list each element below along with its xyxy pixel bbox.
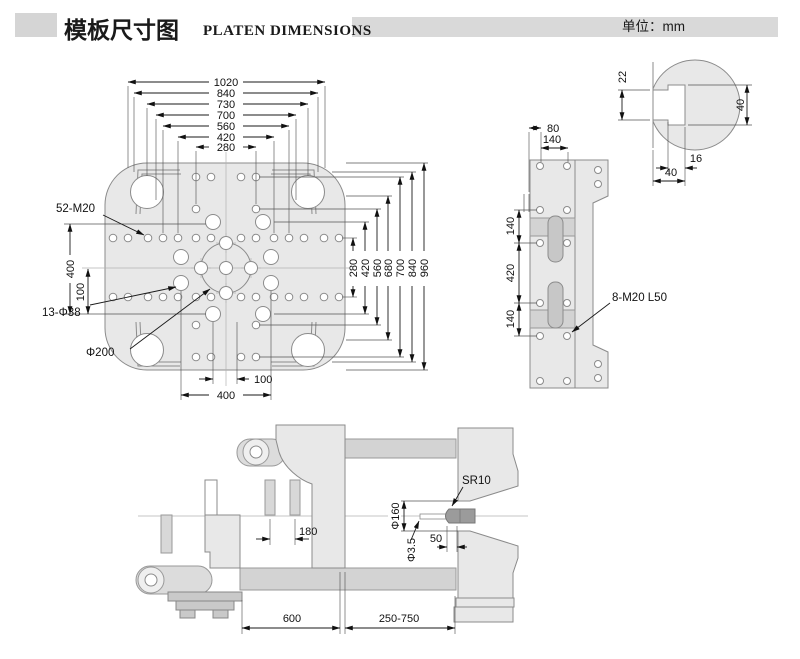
dim-label: 140 <box>505 310 517 328</box>
dim-label: 140 <box>505 217 517 235</box>
dim-label: 560 <box>372 259 384 277</box>
ejector-plate <box>204 479 218 516</box>
tie-bar-holes <box>130 175 325 367</box>
dim-label: 100 <box>254 374 272 386</box>
dim-label: 700 <box>395 259 407 277</box>
mounting-holes <box>108 172 344 362</box>
front-leader-labels: 52-M20 13-Φ38 Φ200 <box>42 203 211 359</box>
locating-ring-label: Φ200 <box>86 347 114 359</box>
dim-label: 180 <box>299 526 317 538</box>
link-housing <box>204 514 241 569</box>
platen-base-slab <box>453 606 514 623</box>
dim-label: 420 <box>360 259 372 277</box>
ejector-rod <box>289 479 301 516</box>
bottom-dimensions: 180 Φ160 Φ3.5 50 SR10 600 250-750 <box>241 475 491 634</box>
dim-label: 80 <box>547 123 559 135</box>
dim-label: 700 <box>217 110 235 122</box>
hole-row <box>191 172 261 214</box>
dim-label: Φ160 <box>390 502 402 529</box>
t-slot-notch <box>652 84 686 126</box>
t-slot <box>547 215 564 263</box>
stationary-platen-top <box>457 427 519 502</box>
dim-label: 730 <box>217 99 235 111</box>
bottom-view: 180 Φ160 Φ3.5 50 SR10 600 250-750 <box>135 424 528 634</box>
side-top-dimensions: 80 140 <box>528 123 569 192</box>
machine-foot <box>167 591 243 619</box>
front-top-dimensions: 1020 840 730 700 560 420 280 <box>127 77 326 233</box>
detail-view: 22 40 16 40 <box>617 58 752 186</box>
platen-side-plate <box>529 159 576 389</box>
unit-label: 单位：mm <box>622 19 685 34</box>
ejector-rod-left <box>160 514 173 554</box>
dim-label: 680 <box>383 259 395 277</box>
sr10-label: SR10 <box>462 475 491 487</box>
tie-holes-label: 13-Φ38 <box>42 307 81 319</box>
t-slot <box>547 281 564 329</box>
header-unit-bar <box>352 17 778 37</box>
header-left-block-icon <box>15 13 57 37</box>
side-left-dimensions: 140 420 140 <box>505 209 537 337</box>
dim-label: 250-750 <box>379 613 419 625</box>
dim-label: 420 <box>217 132 235 144</box>
side-holes <box>536 162 571 385</box>
tie-bar-bore-lines <box>523 194 530 212</box>
detail-dimensions: 22 40 16 40 <box>617 71 752 186</box>
platen-base-slab <box>455 597 515 608</box>
side-bolt-label: 8-M20 L50 <box>612 292 667 304</box>
hole-row <box>108 292 344 302</box>
front-left-dimensions: 400 100 <box>64 223 206 315</box>
stationary-platen-bottom <box>457 530 519 599</box>
dim-label: 40 <box>735 99 747 111</box>
page-title-en: PLATEN DIMENSIONS <box>203 23 372 39</box>
dim-label: 22 <box>617 71 629 83</box>
dim-label: Φ3.5 <box>406 538 418 562</box>
center-hole-pattern <box>191 233 261 303</box>
dim-label: 960 <box>419 259 431 277</box>
front-right-dimensions: 280 420 560 680 700 840 960 <box>259 162 431 371</box>
dim-label: 40 <box>665 167 677 179</box>
dim-label: 400 <box>65 260 77 278</box>
side-view: 80 140 140 420 140 8-M20 L50 <box>505 123 667 389</box>
bolt-pattern-label: 52-M20 <box>56 203 95 215</box>
page-title: 模板尺寸图 <box>64 17 179 43</box>
tie-bar-bottom <box>239 567 457 591</box>
tie-bar-top <box>344 438 457 459</box>
dim-label: 16 <box>690 153 702 165</box>
dim-label: 280 <box>348 259 360 277</box>
dim-label: 50 <box>430 533 442 545</box>
header: 模板尺寸图 PLATEN DIMENSIONS 单位：mm <box>15 13 778 43</box>
dim-label: 400 <box>217 390 235 402</box>
dim-label: 840 <box>407 259 419 277</box>
dim-label: 280 <box>217 142 235 154</box>
dim-label: 840 <box>217 88 235 100</box>
dim-label: 560 <box>217 121 235 133</box>
moving-platen <box>275 424 346 569</box>
dim-label: 140 <box>543 134 561 146</box>
front-bottom-dimensions: 100 400 <box>180 291 272 402</box>
ejector-holes <box>173 214 279 322</box>
dim-label: 100 <box>75 283 87 301</box>
front-view: 1020 840 730 700 560 420 280 <box>42 77 431 402</box>
ejector-rod <box>264 479 276 516</box>
platen-side-profile <box>574 159 609 389</box>
dim-label: 600 <box>283 613 301 625</box>
dim-label: 1020 <box>214 77 238 89</box>
dim-label: 420 <box>505 264 517 282</box>
